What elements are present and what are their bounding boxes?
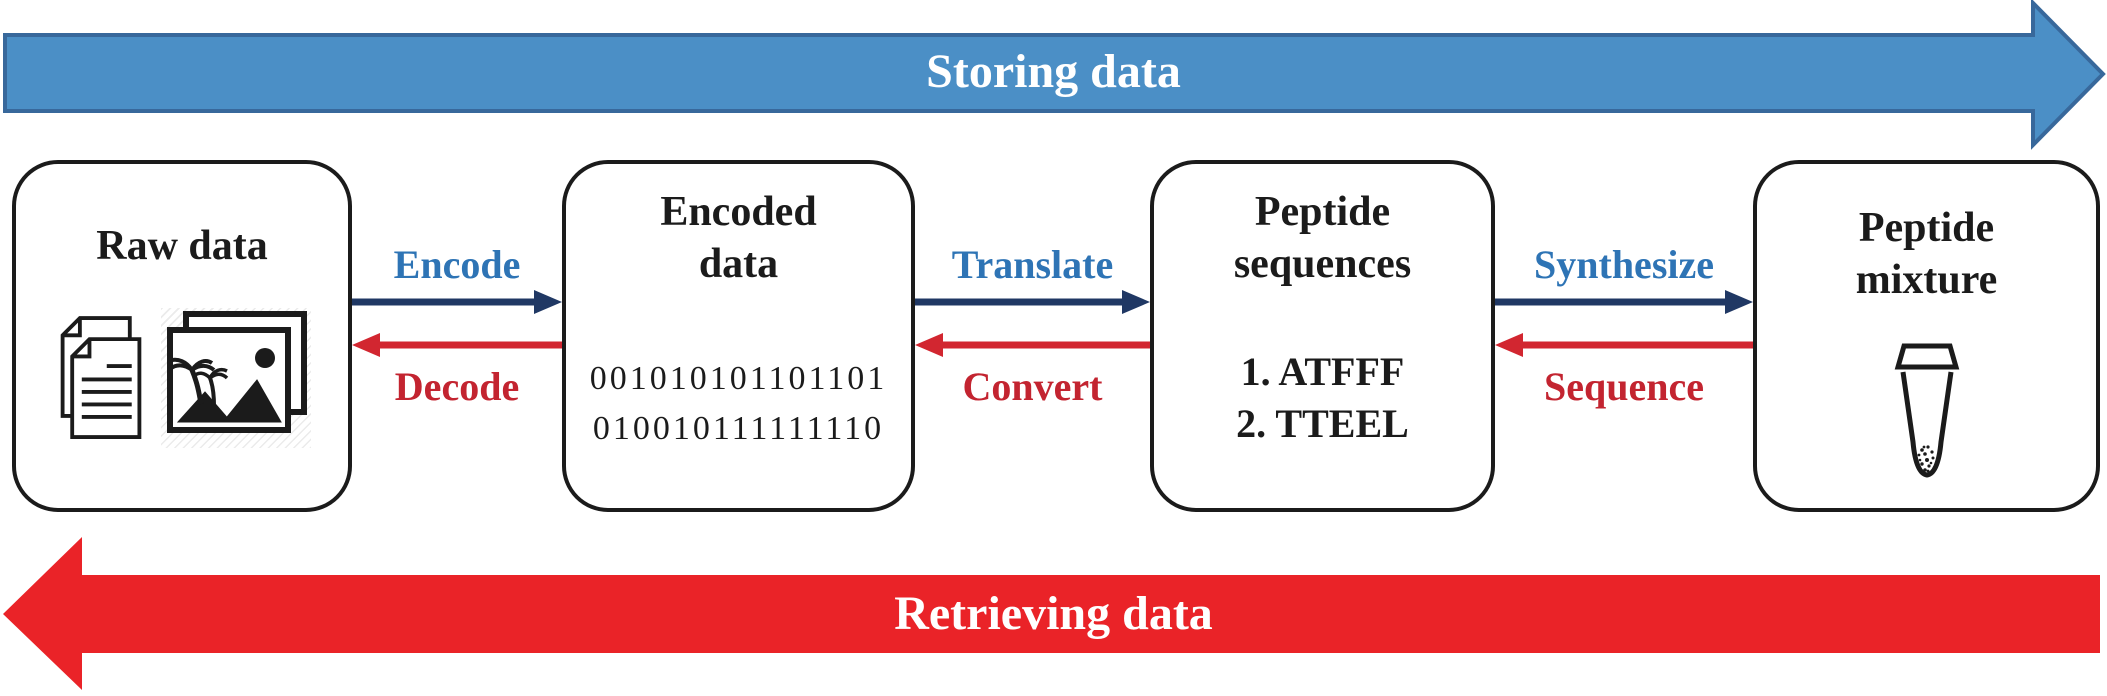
transition-synthesize-sequence: Synthesize Sequence — [1495, 0, 1753, 520]
retrieving-data-label: Retrieving data — [894, 587, 1213, 640]
peptide-sequence-list: 1. ATFFF 2. TTEEL — [1236, 349, 1409, 446]
synthesize-label: Synthesize — [1534, 242, 1714, 287]
retrieving-data-arrow — [3, 537, 2100, 690]
convert-arrow-icon — [915, 333, 1150, 357]
peptide-mixture-title: Peptide mixture — [1855, 205, 1998, 303]
sequence-label: Sequence — [1544, 364, 1704, 409]
storing-data-arrow — [3, 0, 2106, 150]
peptide-sequences-box: Peptide sequences 1. ATFFF 2. TTEEL — [1150, 160, 1495, 512]
photos-icon — [161, 308, 311, 448]
raw-data-icons — [53, 308, 311, 448]
sequence-arrow-icon — [1495, 333, 1753, 357]
translate-arrow-icon — [915, 290, 1150, 314]
raw-data-box: Raw data — [12, 160, 352, 512]
translate-label: Translate — [951, 242, 1114, 287]
transition-encode-decode: Encode Decode — [352, 0, 562, 520]
peptide-sequences-title: Peptide sequences — [1233, 189, 1412, 287]
decode-arrow-icon — [352, 333, 562, 357]
decode-label: Decode — [394, 364, 520, 409]
encoded-data-box: Encoded data 001010101101101 01001011111… — [562, 160, 915, 512]
encode-label: Encode — [393, 242, 521, 287]
encoded-data-title: Encoded data — [660, 189, 817, 287]
raw-data-title: Raw data — [96, 223, 268, 269]
synthesize-arrow-icon — [1495, 290, 1753, 314]
encode-arrow-icon — [352, 290, 562, 314]
transition-translate-convert: Translate Convert — [915, 0, 1150, 520]
peptide-mixture-box: Peptide mixture — [1753, 160, 2100, 512]
storing-data-label: Storing data — [926, 45, 1181, 98]
convert-label: Convert — [962, 364, 1103, 409]
microcentrifuge-tube-icon — [1894, 342, 1960, 492]
binary-strings: 001010101101101 010010111111110 — [589, 360, 888, 447]
documents-icon — [60, 315, 142, 439]
